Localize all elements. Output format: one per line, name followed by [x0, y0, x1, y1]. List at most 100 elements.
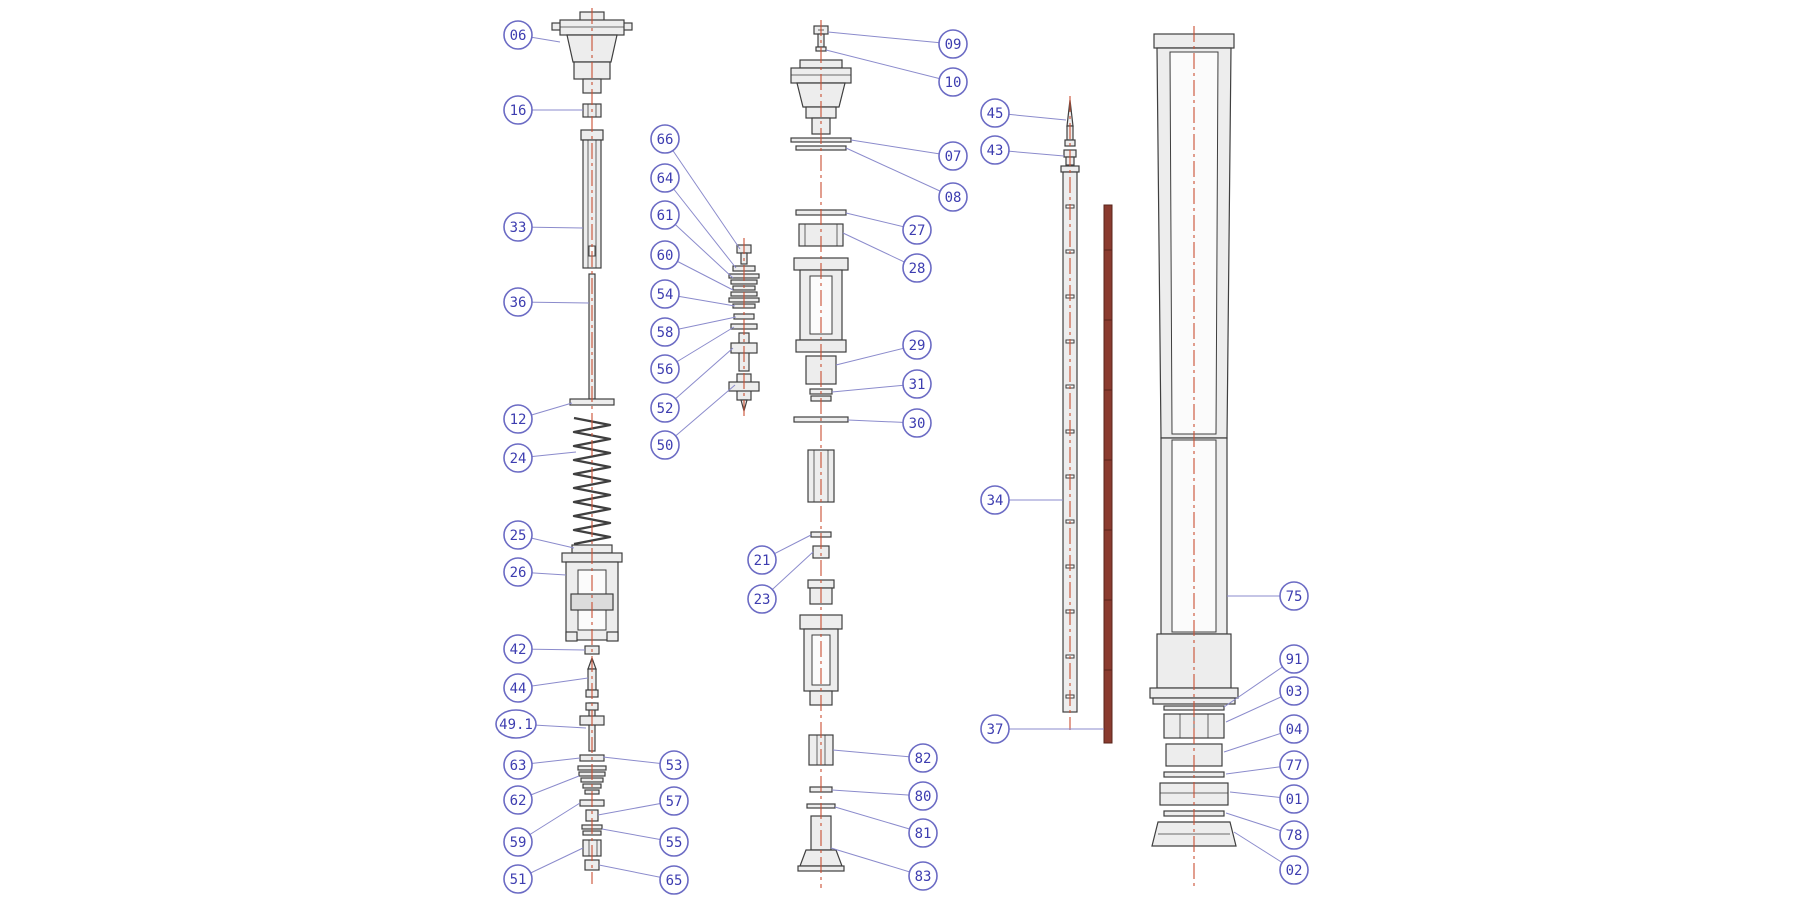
callout-circle	[503, 673, 533, 703]
callout-label: 78	[1286, 828, 1303, 844]
callout-label: 10	[945, 75, 962, 91]
leader-line	[832, 749, 924, 759]
callout-circle	[503, 95, 533, 125]
callout-circle	[908, 743, 938, 773]
centerlines	[591, 8, 1195, 888]
callout-59: 59	[503, 802, 581, 857]
callout-04: 04	[1223, 714, 1309, 753]
callout-circle	[659, 827, 689, 857]
callout-label: 53	[666, 758, 683, 774]
callout-label: 09	[945, 37, 962, 53]
part-06-fork-top-cap	[551, 11, 633, 94]
callout-53: 53	[602, 750, 689, 780]
callout-label: 33	[510, 220, 527, 236]
callout-51: 51	[503, 847, 584, 894]
callout-49.1: 49.1	[495, 709, 587, 739]
callout-75: 75	[1227, 581, 1309, 611]
callout-circle	[902, 330, 932, 360]
callout-44: 44	[503, 673, 589, 703]
callout-circle	[938, 141, 968, 171]
callout-01: 01	[1229, 784, 1309, 814]
callout-30: 30	[847, 408, 932, 438]
callout-label: 07	[945, 149, 962, 165]
callout-circle	[747, 584, 777, 614]
callout-label: 27	[909, 223, 926, 239]
callout-label: 23	[754, 592, 771, 608]
callout-circle	[1279, 750, 1309, 780]
callout-circle	[1279, 820, 1309, 850]
leader-line	[845, 147, 954, 198]
callout-circle	[650, 430, 680, 460]
callout-77: 77	[1225, 750, 1309, 780]
callout-circle	[650, 317, 680, 347]
callout-43: 43	[980, 135, 1065, 165]
callout-circle	[902, 408, 932, 438]
callout-label: 60	[657, 248, 674, 264]
column-rods	[1060, 99, 1113, 744]
callout-12: 12	[503, 402, 573, 434]
callout-circle	[1279, 714, 1309, 744]
callout-62: 62	[503, 775, 580, 815]
callout-label: 64	[657, 171, 674, 187]
callout-label: 55	[666, 835, 683, 851]
callout-label: 24	[510, 451, 527, 467]
callout-circle	[503, 212, 533, 242]
callout-label: 50	[657, 438, 674, 454]
callout-56: 56	[650, 326, 735, 384]
callout-58: 58	[650, 316, 737, 347]
callout-label: 04	[1286, 722, 1303, 738]
callout-66: 66	[650, 124, 741, 250]
callout-label: 49.1	[499, 717, 533, 733]
callout-label: 62	[510, 793, 527, 809]
callout-circle	[503, 827, 533, 857]
callout-26: 26	[503, 557, 567, 587]
callout-circle	[980, 98, 1010, 128]
callout-label: 34	[987, 493, 1004, 509]
callout-label: 77	[1286, 758, 1303, 774]
callout-circle	[980, 714, 1010, 744]
callout-60: 60	[650, 240, 734, 291]
callout-25: 25	[503, 520, 575, 550]
callout-circle	[980, 485, 1010, 515]
callout-circle	[650, 279, 680, 309]
callout-circle	[503, 750, 533, 780]
callout-circle	[650, 240, 680, 270]
callout-circle	[503, 520, 533, 550]
callout-65: 65	[598, 864, 689, 895]
callout-circle	[1279, 784, 1309, 814]
callout-circle	[503, 287, 533, 317]
leader-line	[834, 806, 924, 834]
callout-circle	[503, 443, 533, 473]
callout-label: 81	[915, 826, 932, 842]
callout-42: 42	[503, 634, 586, 664]
callout-label: 03	[1286, 684, 1303, 700]
callout-label: 21	[754, 553, 771, 569]
leader-line	[830, 847, 924, 877]
callout-64: 64	[650, 163, 737, 269]
callout-label: 83	[915, 869, 932, 885]
part-37-long-rod	[1103, 204, 1113, 744]
callout-label: 08	[945, 190, 962, 206]
leader-line	[827, 31, 954, 45]
callout-24: 24	[503, 443, 577, 473]
callout-45: 45	[980, 98, 1067, 128]
callout-label: 80	[915, 789, 932, 805]
callout-label: 58	[657, 325, 674, 341]
callout-circle	[908, 861, 938, 891]
callout-16: 16	[503, 95, 583, 125]
leader-line	[825, 49, 954, 83]
callout-circle	[659, 750, 689, 780]
callout-label: 51	[510, 872, 527, 888]
callout-label: 30	[909, 416, 926, 432]
callout-23: 23	[747, 551, 814, 614]
callout-label: 26	[510, 565, 527, 581]
callout-circle	[1279, 644, 1309, 674]
callout-circle	[908, 781, 938, 811]
callout-63: 63	[503, 750, 581, 780]
callout-label: 12	[510, 412, 527, 428]
callout-label: 42	[510, 642, 527, 658]
callout-label: 01	[1286, 792, 1303, 808]
callout-circle	[980, 135, 1010, 165]
leader-line	[850, 139, 954, 157]
